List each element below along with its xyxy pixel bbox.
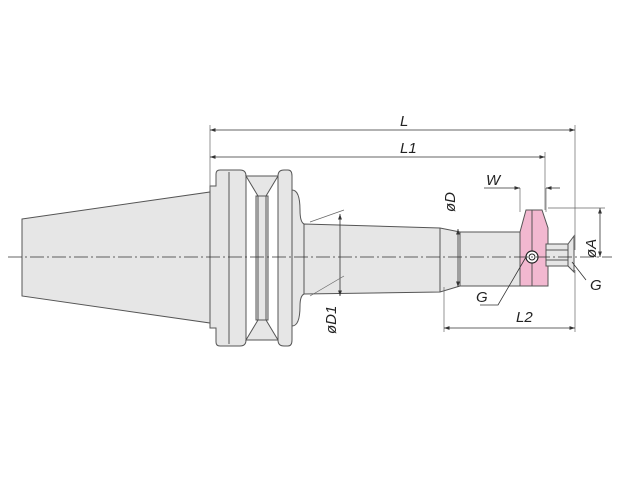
- label-g-left: G: [476, 289, 488, 306]
- cutting-insert: [519, 209, 549, 287]
- label-l: L: [400, 113, 408, 130]
- label-d1: øD1: [323, 306, 340, 334]
- flange: [209, 169, 247, 347]
- bar-body: [303, 223, 521, 295]
- label-a: øA: [583, 239, 600, 258]
- screw-tip: [567, 234, 575, 274]
- label-w: W: [486, 172, 502, 189]
- label-l2: L2: [516, 309, 533, 326]
- taper-shank: [21, 191, 211, 324]
- clamp-screw: [545, 243, 569, 267]
- label-l1: L1: [400, 140, 417, 157]
- groove-bottom: [255, 195, 269, 321]
- adjust-screw-inner: [528, 253, 536, 261]
- flange-rear: [277, 169, 293, 347]
- label-d: øD: [442, 192, 459, 212]
- leader-g-right: [571, 261, 587, 281]
- leader-g-left: [480, 256, 527, 306]
- ext-d1-top: [309, 209, 345, 223]
- ext-d1-bottom: [309, 275, 345, 297]
- neck: [291, 189, 305, 327]
- label-g-right: G: [590, 277, 602, 294]
